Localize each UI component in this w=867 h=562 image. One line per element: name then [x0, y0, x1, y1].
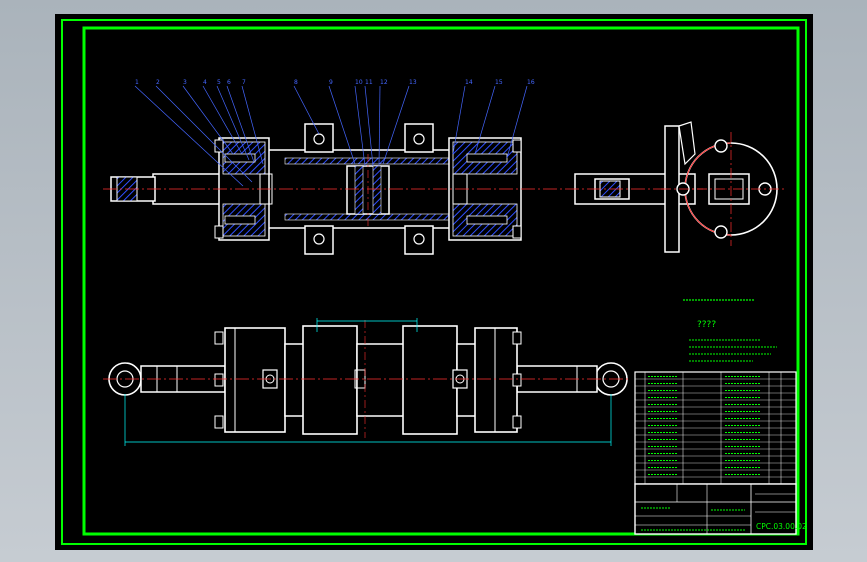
- balloon-number: 14: [465, 79, 473, 86]
- technical-notes: ????: [683, 299, 777, 362]
- inner-border: [82, 26, 800, 536]
- balloon-number: 9: [329, 79, 333, 86]
- balloon-number: 3: [183, 79, 187, 86]
- balloon-number: 1: [135, 79, 139, 86]
- notes-title: ????: [697, 320, 716, 330]
- balloon-number: 12: [380, 79, 388, 86]
- balloon-number: 5: [217, 79, 221, 86]
- balloon-number: 16: [527, 79, 535, 86]
- title-block: CPC.03.00.02: [634, 483, 807, 535]
- end-view[interactable]: [661, 121, 785, 253]
- balloon-number: 11: [365, 79, 373, 86]
- balloon-number: 2: [156, 79, 160, 86]
- balloon-number: 10: [355, 79, 363, 86]
- balloon-number: 4: [203, 79, 207, 86]
- dimension-lines: [124, 318, 612, 446]
- plan-view[interactable]: [103, 318, 630, 446]
- balloon-number: 6: [227, 79, 231, 86]
- parts-list: [634, 371, 797, 485]
- balloon-number: 8: [294, 79, 298, 86]
- balloon-number: 7: [242, 79, 246, 86]
- balloon-number: 15: [495, 79, 503, 86]
- balloon-leaders: [134, 85, 528, 187]
- drawing-number: CPC.03.00.02: [756, 522, 807, 531]
- outer-border: [61, 19, 807, 545]
- balloon-number: 13: [409, 79, 417, 86]
